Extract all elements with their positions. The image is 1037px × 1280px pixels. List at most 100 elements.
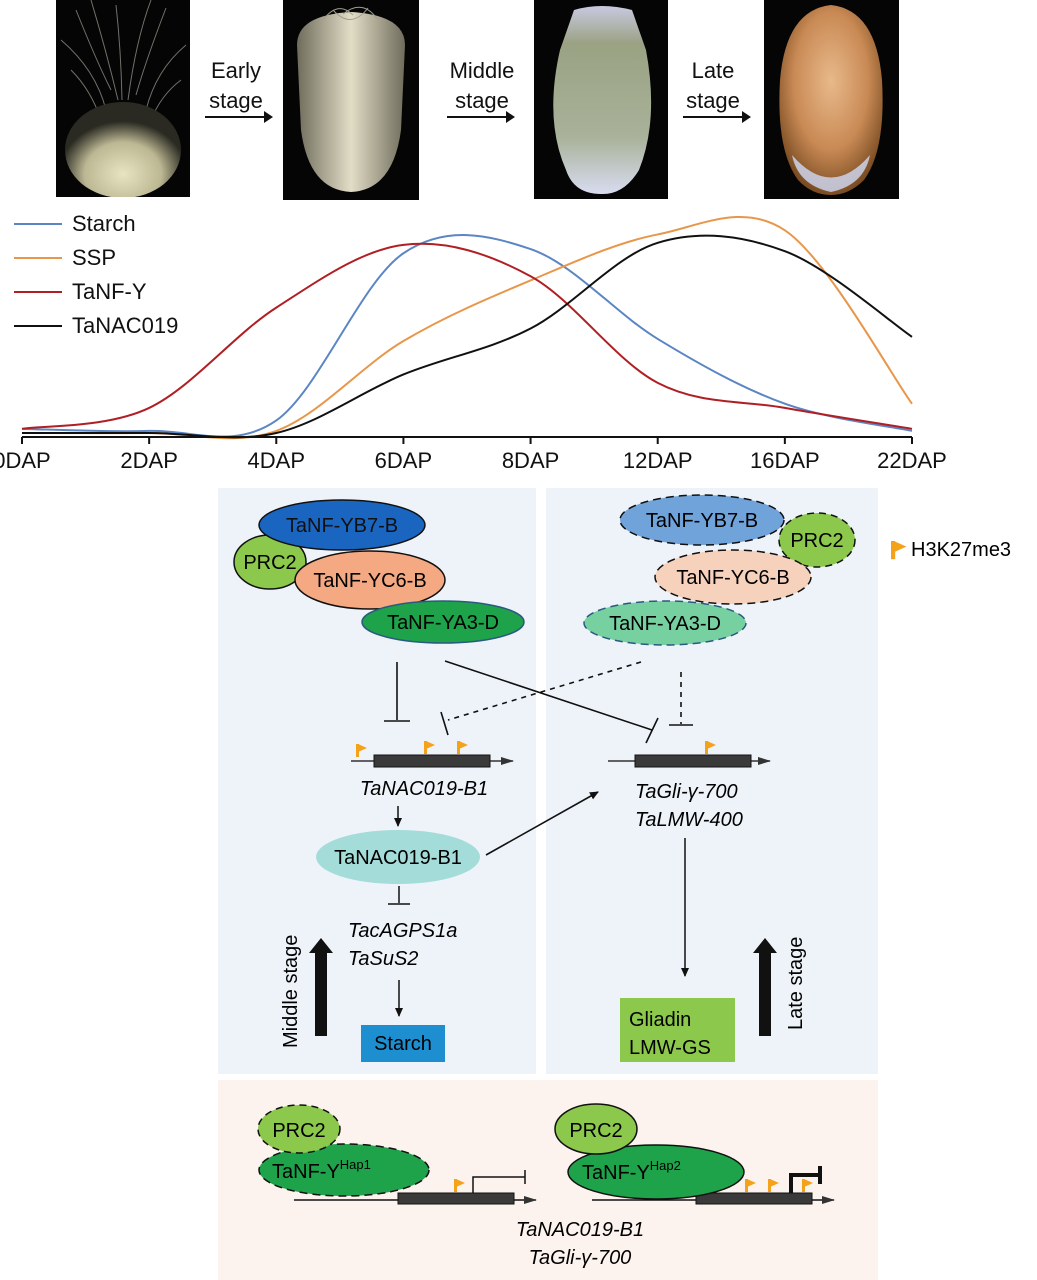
nfy-text: TaNF-Y <box>582 1162 650 1184</box>
seed-image-late <box>779 5 883 195</box>
hap-gene-label-2: TaGli-γ-700 <box>529 1247 632 1269</box>
legend-label: SSP <box>72 245 117 270</box>
h3k27me3-flag-icon <box>454 1179 465 1192</box>
tanf-yb7-b-faded <box>619 494 785 546</box>
inhibition-bar <box>440 711 449 736</box>
gene-label-tagli: TaGli-γ-700 <box>635 781 738 803</box>
tanf-ya3-d-label: TaNF-YA3-D <box>387 612 499 634</box>
arrow-right-icon <box>447 111 515 123</box>
gene-body-tanac019 <box>373 754 491 768</box>
late-stage-label: Late stage <box>785 937 807 1030</box>
lmw-gs-label: LMW-GS <box>629 1037 711 1059</box>
starch-box <box>361 1025 445 1062</box>
legend-label: TaNAC019 <box>72 313 179 338</box>
tanf-ya3-d <box>361 600 525 644</box>
tanf-yb7-b <box>258 499 426 551</box>
prc2-complex-faded <box>778 512 856 568</box>
tanf-y-hap2 <box>567 1144 745 1200</box>
legend-item-tanac019: TaNAC019 <box>14 311 178 341</box>
stage-label-line1: Late <box>691 58 735 83</box>
legend-swatch-tanfy <box>14 291 62 293</box>
seed-image-early-middle <box>297 6 405 192</box>
stage-label-line1: Early <box>210 58 262 83</box>
seed-photo-2 <box>283 0 419 200</box>
tanf-yb7-b-label: TaNF-YB7-B <box>286 515 398 537</box>
h3k27me3-flag-icon <box>424 741 435 754</box>
tanac019-protein-label: TaNAC019-B1 <box>334 847 462 869</box>
stage-label-line1: Middle <box>449 58 515 83</box>
hap-superscript: Hap1 <box>340 1157 371 1172</box>
gene-body-tagli <box>634 754 752 768</box>
tanac019-protein <box>316 830 480 884</box>
inhibition-line <box>444 660 653 731</box>
up-arrow-icon <box>759 948 771 1036</box>
h3k27me3-flag-icon <box>745 1179 756 1192</box>
tss-repressed-icon <box>472 1176 525 1193</box>
gene-body-hap1 <box>397 1192 515 1205</box>
up-arrow-icon <box>315 948 327 1036</box>
legend-swatch-tanac019 <box>14 325 62 327</box>
stage-label-early: Early stage <box>191 56 281 116</box>
h3k27me3-flag-icon <box>802 1179 813 1192</box>
middle-stage-label: Middle stage <box>280 935 302 1048</box>
gene-label-talmw: TaLMW-400 <box>635 809 743 831</box>
legend-item-starch: Starch <box>14 209 136 239</box>
target-gene-tacagps1a: TacAGPS1a <box>348 920 457 942</box>
legend-label: TaNF-Y <box>72 279 147 304</box>
x-tick-label: 12DAP <box>622 448 693 473</box>
seed-image-early <box>60 0 187 197</box>
x-tick-label: 16DAP <box>749 448 820 473</box>
x-tick-label: 6DAP <box>374 448 433 473</box>
arrow-right-icon <box>205 111 273 123</box>
x-tick-label: 0DAP <box>0 448 51 473</box>
h3k27me3-flag-icon <box>356 744 367 757</box>
expression-line-chart <box>21 215 913 444</box>
stage-label-line2: stage <box>455 88 509 113</box>
legend-swatch-starch <box>14 223 62 225</box>
stage-label-line2: stage <box>209 88 263 113</box>
tanf-yc6-b-label: TaNF-YC6-B <box>676 567 789 589</box>
tanf-y-hap1 <box>258 1143 430 1197</box>
x-tick-label: 4DAP <box>247 448 306 473</box>
gene-body-hap2 <box>695 1192 813 1205</box>
tanf-ya3-d-faded <box>583 600 747 646</box>
seed-photo-3 <box>534 0 668 199</box>
inhibition-bar <box>645 717 659 744</box>
prc2-hap2 <box>554 1103 638 1155</box>
arrow-right-icon <box>683 111 751 123</box>
stage-label-line2: stage <box>686 88 740 113</box>
hap-gene-label-1: TaNAC019-B1 <box>516 1219 644 1241</box>
legend-item-tanfy: TaNF-Y <box>14 277 147 307</box>
tanf-y-hap2-label: TaNF-YHap2 <box>582 1158 681 1184</box>
gene-label-tanac019: TaNAC019-B1 <box>360 778 488 800</box>
seed-photo-4 <box>764 0 899 199</box>
prc2-label: PRC2 <box>569 1120 622 1142</box>
h3k27me3-flag-icon <box>705 741 716 754</box>
tanf-ya3-d-label: TaNF-YA3-D <box>609 613 721 635</box>
x-tick-label: 22DAP <box>877 448 947 473</box>
h3k27me3-flag-icon <box>891 541 907 560</box>
x-tick-label: 8DAP <box>501 448 560 473</box>
target-gene-tasus2: TaSuS2 <box>348 948 418 970</box>
stage-label-late: Late stage <box>668 56 758 116</box>
tss-repressed-icon <box>789 1173 818 1193</box>
tanf-yc6-b <box>294 550 446 610</box>
gliadin-label: Gliadin <box>629 1009 691 1031</box>
h3k27me3-flag-icon <box>457 741 468 754</box>
tanf-y-hap1-label: TaNF-YHap1 <box>272 1157 371 1183</box>
tanf-yc6-b-faded <box>654 549 812 605</box>
starch-label: Starch <box>374 1033 432 1055</box>
prc2-label: PRC2 <box>243 552 296 574</box>
prc2-hap1 <box>257 1104 341 1154</box>
tanf-yb7-b-label: TaNF-YB7-B <box>646 510 758 532</box>
seed-photo-1 <box>56 0 190 197</box>
legend-swatch-ssp <box>14 257 62 259</box>
series-line-starch <box>21 234 913 438</box>
activation-arrow <box>485 791 599 856</box>
gliadin-box <box>620 998 735 1062</box>
nfy-text: TaNF-Y <box>272 1161 340 1183</box>
legend-label: Starch <box>72 211 136 236</box>
prc2-label: PRC2 <box>790 530 843 552</box>
legend-item-ssp: SSP <box>14 243 116 273</box>
